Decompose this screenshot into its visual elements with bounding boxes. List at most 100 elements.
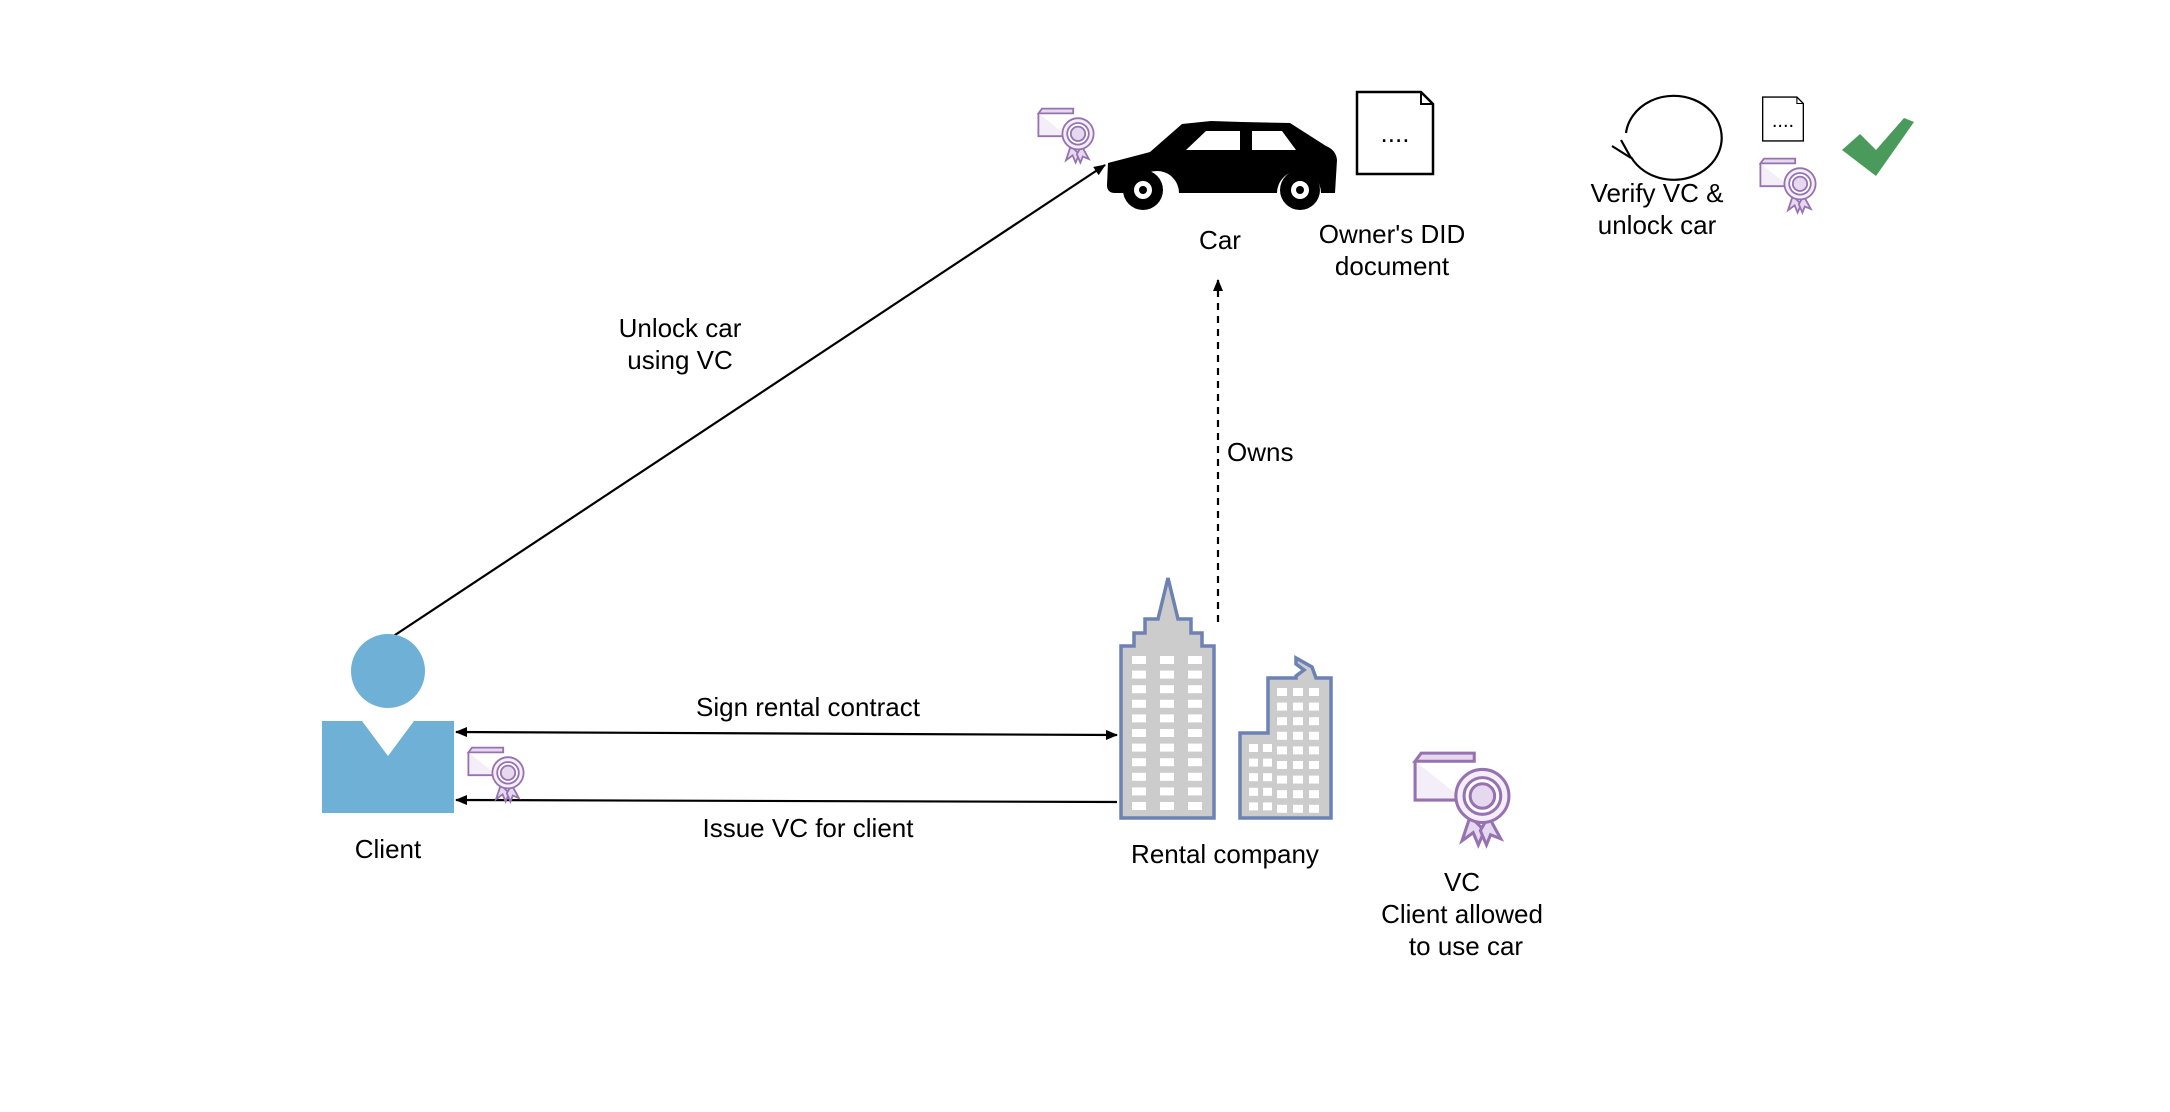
sign-contract-label: Sign rental contract [696,692,921,722]
building-window [1132,685,1146,694]
company-label: Rental company [1131,839,1319,869]
did-document-label-1: Owner's DID [1319,219,1466,249]
vc-label-3: to use car [1409,931,1524,961]
building-window [1188,685,1202,694]
building-window [1249,802,1258,811]
building-window [1277,804,1287,813]
building-window [1160,802,1174,810]
building-window [1309,761,1319,769]
verify-label-1: Verify VC & [1591,178,1724,208]
verify-document-content: .... [1772,110,1794,132]
building-window [1309,746,1319,755]
building-window [1132,772,1146,781]
building-window [1293,746,1303,755]
sign-contract-edge [455,727,1118,740]
building-window [1132,787,1146,796]
building-window [1309,804,1319,813]
building-window [1293,804,1303,813]
verify-label-2: unlock car [1598,210,1717,240]
building-window [1309,717,1319,726]
building-window [1132,743,1146,752]
building-window [1277,731,1287,740]
building-window [1293,688,1303,696]
car-label: Car [1199,225,1241,255]
building-window [1249,744,1258,752]
building-window [1277,790,1287,799]
building-window [1263,758,1272,767]
building-window [1309,702,1319,711]
building-window [1188,743,1202,752]
issue-vc-label: Issue VC for client [703,813,915,843]
building-window [1293,731,1303,740]
building-window [1277,717,1287,726]
building-window [1277,775,1287,784]
building-window [1249,787,1258,796]
building-window [1249,758,1258,767]
person-icon [322,634,454,813]
building-window [1132,729,1146,737]
car-certificate-icon [1037,107,1095,164]
building-window [1188,670,1202,679]
building-window [1277,761,1287,769]
building-window [1263,773,1272,782]
building-window [1160,670,1174,679]
client-label: Client [355,834,422,864]
building-window [1188,729,1202,737]
unlock-edge-label-1: Unlock car [619,313,742,343]
building-window [1160,772,1174,781]
building-window [1249,773,1258,782]
building-window [1160,699,1174,708]
building-window [1188,758,1202,767]
building-window [1263,787,1272,796]
building-window [1188,772,1202,781]
vc-label-2: Client allowed [1381,899,1543,929]
building-window [1132,656,1146,664]
building-window [1293,717,1303,726]
car-icon [1107,121,1337,210]
vc-certificate-icon [1413,751,1511,847]
client-certificate-icon [467,746,525,803]
building-window [1263,802,1272,811]
building-window [1160,787,1174,796]
checkmark-icon [1842,118,1914,176]
building-window [1263,744,1272,752]
building-window [1309,688,1319,696]
building-window [1309,731,1319,740]
building-window [1160,729,1174,737]
building-window [1160,743,1174,752]
building-window [1277,746,1287,755]
verify-certificate-icon [1759,157,1817,214]
building-window [1160,685,1174,694]
building-window [1132,699,1146,708]
building-window [1188,714,1202,723]
building-window [1188,802,1202,810]
unlock-edge-label-2: using VC [627,345,733,375]
building-window [1293,761,1303,769]
building-window [1160,758,1174,767]
building-window [1132,802,1146,810]
did-document-content: .... [1381,118,1410,148]
building-window [1188,787,1202,796]
building-window [1132,714,1146,723]
building-window [1293,775,1303,784]
office-building-icon [1119,577,1333,820]
building-window [1309,790,1319,799]
building-window [1277,688,1287,696]
owns-edge-label: Owns [1227,437,1293,467]
building-window [1160,714,1174,723]
building-window [1188,656,1202,664]
building-window [1132,758,1146,767]
building-window [1132,670,1146,679]
vc-label-1: VC [1444,867,1480,897]
unlock-edge [391,164,1106,638]
did-document-label-2: document [1335,251,1450,281]
building-window [1160,656,1174,664]
circular-arrow-icon [1611,94,1723,181]
building-window [1293,790,1303,799]
issue-vc-edge [455,795,1118,806]
building-window [1309,775,1319,784]
building-window [1293,702,1303,711]
building-window [1277,702,1287,711]
building-window [1188,699,1202,708]
